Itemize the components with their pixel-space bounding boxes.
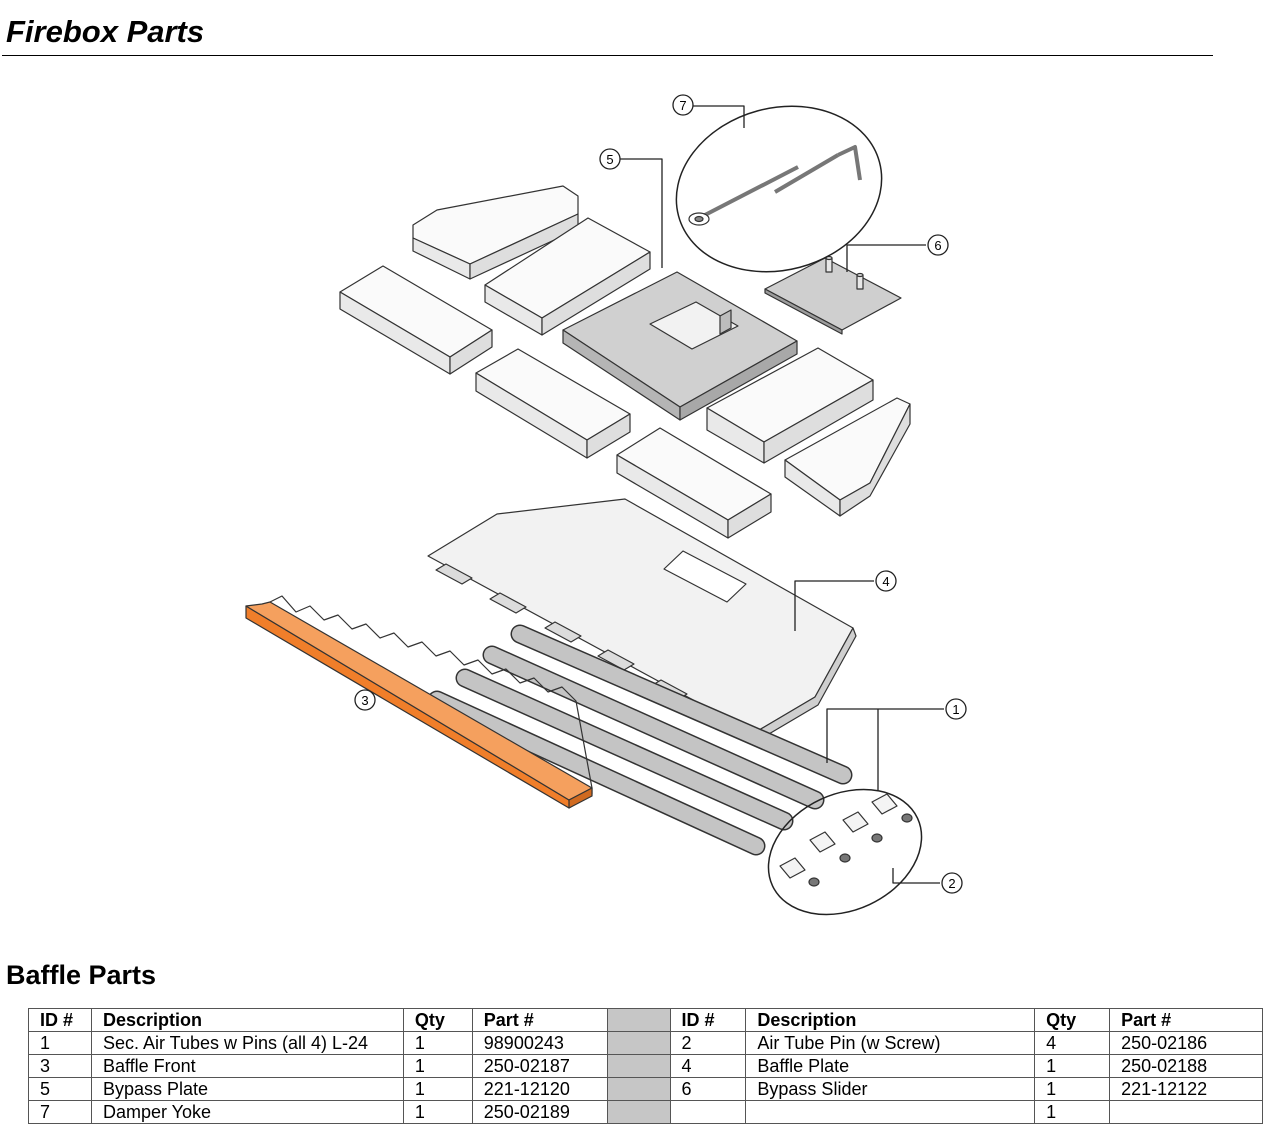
- cell-description: [745, 1100, 1036, 1124]
- header-part: Part #: [471, 1008, 608, 1032]
- table-row: 3 Baffle Front 1 250-02187 4 Baffle Plat…: [28, 1054, 1263, 1078]
- cell-part: 221-12120: [471, 1077, 608, 1101]
- cell-qty: 1: [1034, 1054, 1111, 1078]
- callout-7: 7: [672, 94, 694, 116]
- callout-1: 1: [945, 698, 967, 720]
- fire-brick: [339, 265, 493, 375]
- column-spacer: [606, 1008, 671, 1032]
- cell-description: Sec. Air Tubes w Pins (all 4) L-24: [90, 1031, 404, 1055]
- fire-brick: [412, 185, 579, 280]
- fire-brick: [475, 348, 631, 459]
- header-description: Description: [745, 1008, 1036, 1032]
- cell-description: Damper Yoke: [90, 1100, 404, 1124]
- cell-qty: 1: [402, 1077, 473, 1101]
- bypass-slider: [764, 255, 902, 335]
- baffle-parts-table: ID # Description Qty Part # ID # Descrip…: [28, 1008, 1263, 1124]
- table-row: 5 Bypass Plate 1 221-12120 6 Bypass Slid…: [28, 1077, 1263, 1101]
- baffle-parts-title: Baffle Parts: [6, 960, 157, 990]
- cell-description: Air Tube Pin (w Screw): [745, 1031, 1036, 1055]
- cell-qty: 1: [402, 1100, 473, 1124]
- cell-qty: 4: [1034, 1031, 1111, 1055]
- cell-description: Bypass Slider: [745, 1077, 1036, 1101]
- cell-part: 221-12122: [1109, 1077, 1263, 1101]
- leader-lines: [620, 105, 944, 884]
- air-tube-pins: [767, 788, 923, 916]
- damper-yoke: [675, 105, 883, 273]
- cell-qty: 1: [402, 1054, 473, 1078]
- cell-part: 250-02186: [1109, 1031, 1263, 1055]
- column-spacer: [606, 1100, 671, 1124]
- header-id: ID #: [669, 1008, 747, 1032]
- cell-part: 250-02187: [471, 1054, 608, 1078]
- cell-qty: 1: [1034, 1100, 1111, 1124]
- column-spacer: [606, 1054, 671, 1078]
- header-qty: Qty: [402, 1008, 473, 1032]
- cell-description: Bypass Plate: [90, 1077, 404, 1101]
- callout-5: 5: [599, 148, 621, 170]
- svg-text:4: 4: [882, 574, 889, 589]
- column-spacer: [606, 1031, 671, 1055]
- fire-brick: [616, 427, 772, 539]
- svg-text:5: 5: [606, 152, 613, 167]
- firebox-exploded-diagram: 7 5 6 4 3 1 2: [245, 94, 967, 916]
- svg-text:7: 7: [679, 98, 686, 113]
- table-row: 7 Damper Yoke 1 250-02189 1: [28, 1100, 1263, 1124]
- cell-part: 250-02188: [1109, 1054, 1263, 1078]
- header-qty: Qty: [1034, 1008, 1111, 1032]
- sec-air-tubes: [427, 624, 853, 856]
- baffle-front: [245, 595, 593, 809]
- header-description: Description: [90, 1008, 404, 1032]
- svg-text:2: 2: [948, 876, 955, 891]
- svg-text:1: 1: [952, 702, 959, 717]
- callout-4: 4: [875, 570, 897, 592]
- cell-id: 3: [28, 1054, 92, 1078]
- fire-brick: [706, 347, 874, 464]
- callout-2: 2: [941, 872, 963, 894]
- cell-id: 2: [669, 1031, 747, 1055]
- bypass-plate: [562, 271, 798, 421]
- cell-qty: 1: [402, 1031, 473, 1055]
- cell-part: [1109, 1100, 1263, 1124]
- cell-part: 98900243: [471, 1031, 608, 1055]
- page-title: Firebox Parts: [6, 14, 205, 49]
- baffle-plate: [427, 498, 857, 742]
- cell-id: 7: [28, 1100, 92, 1124]
- cell-id: 5: [28, 1077, 92, 1101]
- table-row: 1 Sec. Air Tubes w Pins (all 4) L-24 1 9…: [28, 1031, 1263, 1055]
- svg-text:3: 3: [361, 693, 368, 708]
- cell-id: 1: [28, 1031, 92, 1055]
- fire-brick: [784, 397, 911, 517]
- cell-description: Baffle Front: [90, 1054, 404, 1078]
- column-spacer: [606, 1077, 671, 1101]
- title-rule: [2, 55, 1213, 56]
- cell-id: 4: [669, 1054, 747, 1078]
- cell-id: 6: [669, 1077, 747, 1101]
- cell-qty: 1: [1034, 1077, 1111, 1101]
- cell-id: [669, 1100, 747, 1124]
- header-id: ID #: [28, 1008, 92, 1032]
- header-part: Part #: [1109, 1008, 1263, 1032]
- callout-3: 3: [354, 689, 376, 711]
- table-header-row: ID # Description Qty Part # ID # Descrip…: [28, 1008, 1263, 1032]
- cell-part: 250-02189: [471, 1100, 608, 1124]
- callout-6: 6: [927, 234, 949, 256]
- cell-description: Baffle Plate: [745, 1054, 1036, 1078]
- svg-text:6: 6: [934, 238, 941, 253]
- fire-brick: [484, 217, 651, 336]
